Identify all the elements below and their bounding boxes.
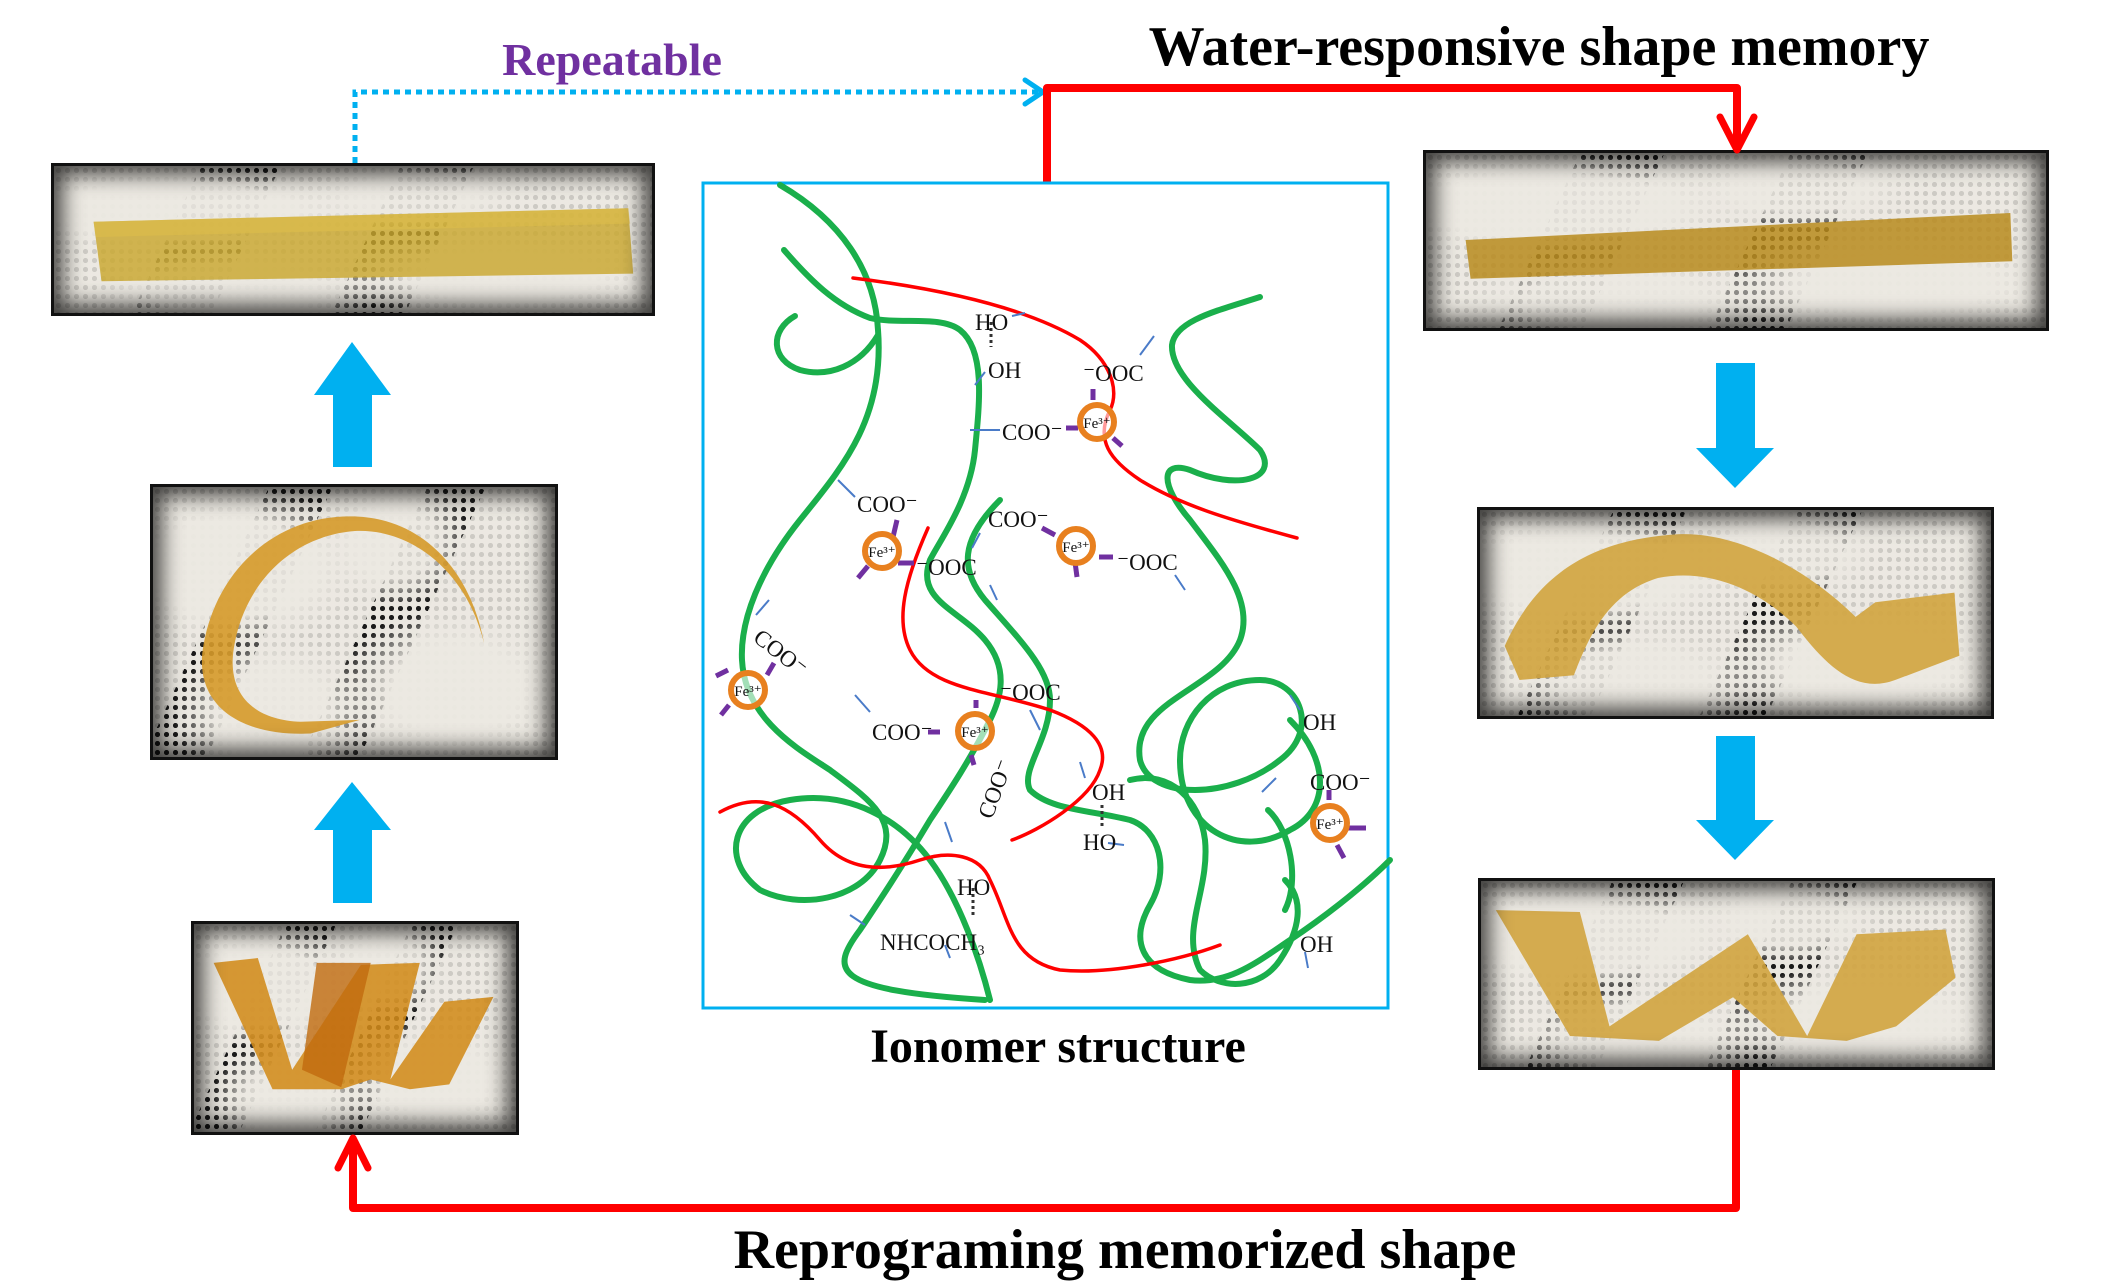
- fe3-ion-ring: [1077, 402, 1117, 442]
- functional-group-label: COO⁻: [872, 720, 933, 745]
- reprogramming-connector: [349, 1070, 1740, 1212]
- polymer-chain: [1127, 775, 1301, 987]
- functional-group-label: COO⁻: [1002, 420, 1063, 445]
- fe3-ion-ring: [1056, 526, 1096, 566]
- up-arrow-1: [314, 342, 391, 467]
- functional-group-label: ⁻OOC: [1083, 361, 1144, 386]
- side-group-bond: [974, 371, 986, 386]
- functional-group-label: ⁻OOC: [1117, 550, 1178, 575]
- side-group-bond: [849, 914, 866, 926]
- polymer-chain: [781, 247, 1004, 1003]
- functional-group-label: COO⁻: [857, 492, 918, 517]
- red-chain: [851, 276, 1299, 540]
- coordination-bond: [719, 703, 731, 717]
- side-group-bond: [854, 694, 871, 713]
- side-group-bond: [1029, 709, 1041, 731]
- photo-top-right-straight-strip: [1423, 150, 2049, 331]
- fe3-ion-label: Fe³⁺: [1083, 416, 1110, 432]
- side-group-bond: [1139, 335, 1155, 356]
- side-group-bond: [989, 584, 998, 601]
- fe3-ion-ring: [728, 670, 768, 710]
- functional-group-label: ⁻OOC: [916, 555, 977, 580]
- fe3-ion-label: Fe³⁺: [734, 684, 761, 700]
- photo-bottom-left-helix: [191, 921, 519, 1135]
- functional-group-label: COO⁻: [988, 507, 1049, 532]
- water-responsive-arrowhead: [1716, 113, 1758, 154]
- polymer-chain: [1265, 807, 1296, 913]
- fe3-ion-label: Fe³⁺: [961, 725, 988, 741]
- coordination-bond: [968, 754, 977, 766]
- repeatable-label: Repeatable: [502, 34, 722, 85]
- coordination-bond: [1040, 525, 1057, 538]
- functional-group-label: OH: [988, 358, 1021, 383]
- functional-group-label: OH: [1303, 710, 1336, 735]
- side-group-bond: [944, 944, 951, 959]
- side-group-bond: [1011, 312, 1026, 317]
- side-group-bond: [1079, 761, 1086, 779]
- polymer-chain: [964, 497, 1393, 984]
- red-chain: [718, 799, 1222, 973]
- functional-group-label: NHCOCH₃: [880, 930, 985, 955]
- functional-group-label: COO⁻: [1310, 770, 1371, 795]
- side-group-bond: [755, 599, 770, 616]
- repeatable-dotted-line: [352, 89, 1040, 163]
- up-arrow-2: [314, 782, 391, 903]
- photo-middle-left-curl: [150, 484, 558, 760]
- polymer-chain: [733, 182, 993, 1003]
- side-group-bond: [1107, 842, 1125, 846]
- functional-group-label: ⁻OOC: [1000, 680, 1061, 705]
- photo-top-left-straight-strip: [51, 163, 655, 316]
- side-group-bond: [1261, 777, 1277, 793]
- photo-bottom-right-helix: [1478, 878, 1995, 1070]
- functional-group-label: OH: [1092, 780, 1125, 805]
- fe3-ion-label: Fe³⁺: [1316, 817, 1343, 833]
- side-group-bond: [1304, 951, 1309, 969]
- coordination-bond: [890, 519, 900, 538]
- polymer-chain: [773, 313, 881, 376]
- photo-middle-right-spiral: [1477, 507, 1994, 719]
- reprogramming-arrowhead: [334, 1134, 372, 1172]
- water-responsive-title: Water-responsive shape memory: [1149, 16, 1930, 78]
- functional-group-label: HO: [957, 875, 990, 900]
- functional-group-label: OH: [1300, 932, 1333, 957]
- functional-group-label: HO: [975, 310, 1008, 335]
- side-group-bond: [1174, 574, 1186, 591]
- coordination-bond: [856, 564, 870, 580]
- fe3-ion-ring: [862, 531, 902, 571]
- ionomer-structure-label: Ionomer structure: [870, 1020, 1246, 1073]
- side-group-bond: [971, 532, 981, 549]
- side-group-bond: [944, 821, 953, 843]
- coordination-bond: [764, 661, 777, 677]
- functional-group-label: HO: [1083, 830, 1116, 855]
- ionomer-structure-box: [701, 181, 1390, 1010]
- fe3-ion-label: Fe³⁺: [1062, 540, 1089, 556]
- water-responsive-connector: [1043, 84, 1741, 183]
- down-arrow-1: [1696, 363, 1774, 488]
- red-chain: [901, 526, 1105, 842]
- fe3-ion-label: Fe³⁺: [868, 545, 895, 561]
- fe3-ion-ring: [1310, 803, 1350, 843]
- coordination-bond: [1111, 436, 1124, 448]
- reprogramming-label: Reprograming memorized shape: [734, 1219, 1517, 1281]
- fe3-ion-ring: [955, 711, 995, 751]
- side-group-bond: [837, 479, 856, 498]
- coordination-bond: [1334, 843, 1347, 860]
- coordination-bond: [714, 667, 730, 679]
- down-arrow-2: [1696, 736, 1774, 860]
- side-group-bond: [1289, 694, 1301, 711]
